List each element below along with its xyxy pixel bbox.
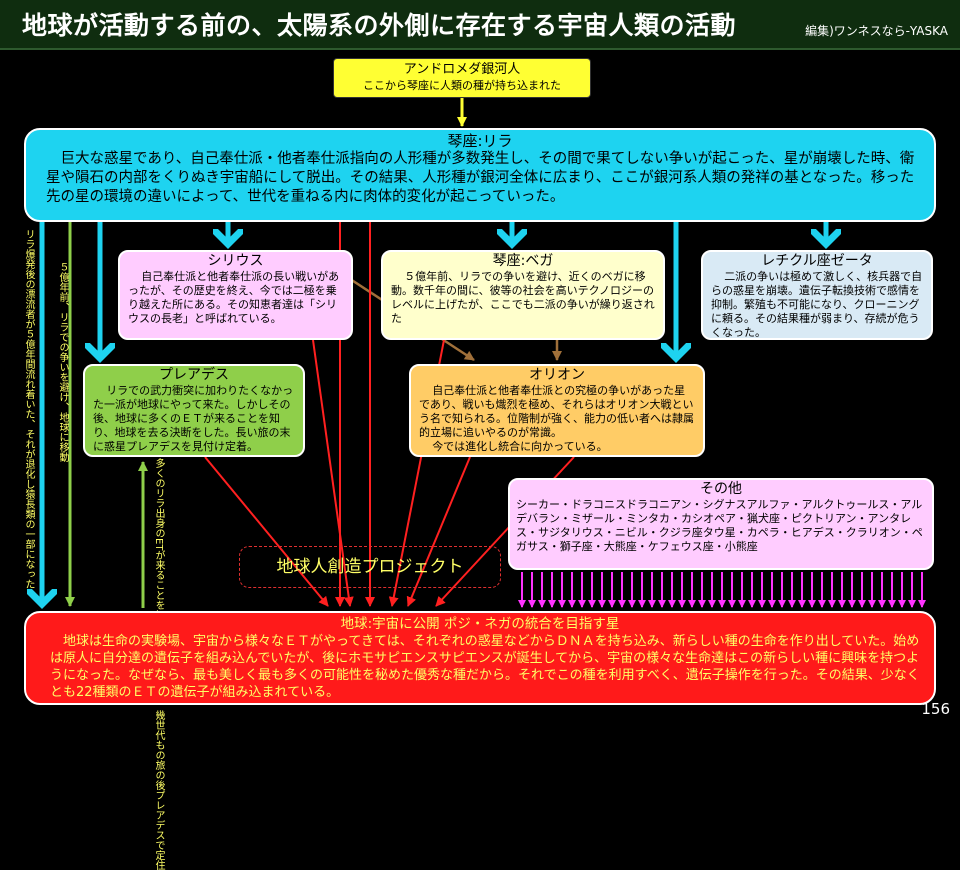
earth-body: 地球は生命の実験場、宇宙から様々なＥＴがやってきては、それぞれの惑星などからＤＮ… bbox=[50, 634, 920, 700]
andromeda-title: アンドロメダ銀河人 bbox=[403, 62, 521, 77]
orion-body-2: 今では進化し統合に向かっている。 bbox=[432, 440, 608, 453]
others-box: その他 シーカー・ドラコニスドラコニアン・シグナスアルファ・アルクトゥールス・ア… bbox=[508, 478, 934, 570]
lyra-title: 琴座:リラ bbox=[447, 132, 513, 150]
note-lyra-refugees: リラ爆発後の漂流者が５億年間流れ着いた、それが退化し猿長類の一部になった bbox=[23, 229, 34, 589]
vega-box: 琴座:ベガ ５億年前、リラでの争いを避け、近くのベガに移動。数千年の間に、彼等の… bbox=[381, 250, 665, 340]
orion-box: オリオン 自己奉仕派と他者奉仕派との究極の争いがあった星であり、戦いも熾烈を極め… bbox=[409, 364, 705, 457]
zeta-reticuli-box: レチクル座ゼータ 二派の争いは極めて激しく、核兵器で自らの惑星を崩壊。遺伝子転換… bbox=[701, 250, 933, 340]
earth-title: 地球:宇宙に公開 ポジ・ネガの統合を目指す星 bbox=[340, 616, 620, 632]
others-body: シーカー・ドラコニスドラコニアン・シグナスアルファ・アルクトゥールス・アルデバラ… bbox=[516, 498, 923, 553]
pleiades-title: プレアデス bbox=[159, 367, 229, 383]
andromeda-subtitle: ここから琴座に人類の種が持ち込まれた bbox=[363, 79, 561, 92]
earth-creation-project-label: 地球人創造プロジェクト bbox=[239, 546, 501, 588]
arrow-pleiades-to-earth-red bbox=[204, 456, 329, 607]
arrow-orion-to-earth-red-1 bbox=[406, 456, 471, 607]
lyra-body: 巨大な惑星であり、自己奉仕派・他者奉仕派指向の人形種が多数発生し、その間で果てし… bbox=[46, 151, 915, 205]
vega-body: ５億年前、リラでの争いを避け、近くのベガに移動。数千年の間に、彼等の社会を高いテ… bbox=[391, 270, 655, 325]
orion-body: 自己奉仕派と他者奉仕派との究極の争いがあった星であり、戦いも熾烈を極め、それらは… bbox=[419, 384, 694, 439]
page-number: 156 bbox=[921, 700, 950, 718]
pleiades-box: プレアデス リラでの武力衝突に加わりたくなかった一派が地球にやって来た。しかしそ… bbox=[83, 364, 305, 457]
credit: 編集)ワンネスなら-YASKA bbox=[805, 24, 948, 38]
zeta-reticuli-title: レチクル座ゼータ bbox=[761, 253, 873, 269]
note-five-hundred-million: ５億年前、リラでの争いを避け、地球に移動 bbox=[57, 262, 68, 462]
sirius-title: シリウス bbox=[207, 253, 264, 269]
note-pleiades-return: 多くのリラ出身のETが来ることを知り、地球を離れた。幾世代もの旅の後プレアデスで… bbox=[152, 458, 164, 870]
andromeda-box: アンドロメダ銀河人 ここから琴座に人類の種が持ち込まれた bbox=[333, 58, 591, 98]
arrow-sirius-to-earth-red bbox=[312, 339, 354, 607]
header-bar: 地球が活動する前の、太陽系の外側に存在する宇宙人類の活動 編集)ワンネスなら-Y… bbox=[0, 0, 960, 50]
sirius-box: シリウス 自己奉仕派と他者奉仕派の長い戦いがあったが、その歴史を終え、今では二極… bbox=[118, 250, 353, 340]
lyra-box: 琴座:リラ 巨大な惑星であり、自己奉仕派・他者奉仕派指向の人形種が多数発生し、そ… bbox=[24, 128, 936, 222]
arrows-others-to-earth bbox=[518, 572, 926, 608]
earth-box: 地球:宇宙に公開 ポジ・ネガの統合を目指す星 地球は生命の実験場、宇宙から様々な… bbox=[24, 611, 936, 705]
zeta-reticuli-body: 二派の争いは極めて激しく、核兵器で自らの惑星を崩壊。遺伝子転換技術で感情を抑制。… bbox=[711, 270, 923, 339]
pleiades-body: リラでの武力衝突に加わりたくなかった一派が地球にやって来た。しかしその後、地球に… bbox=[93, 384, 294, 453]
vega-title: 琴座:ベガ bbox=[492, 253, 554, 269]
others-title: その他 bbox=[700, 481, 742, 497]
orion-title: オリオン bbox=[529, 367, 585, 383]
page-title: 地球が活動する前の、太陽系の外側に存在する宇宙人類の活動 bbox=[22, 11, 737, 40]
sirius-body: 自己奉仕派と他者奉仕派の長い戦いがあったが、その歴史を終え、今では二極を乗り越え… bbox=[128, 270, 340, 325]
